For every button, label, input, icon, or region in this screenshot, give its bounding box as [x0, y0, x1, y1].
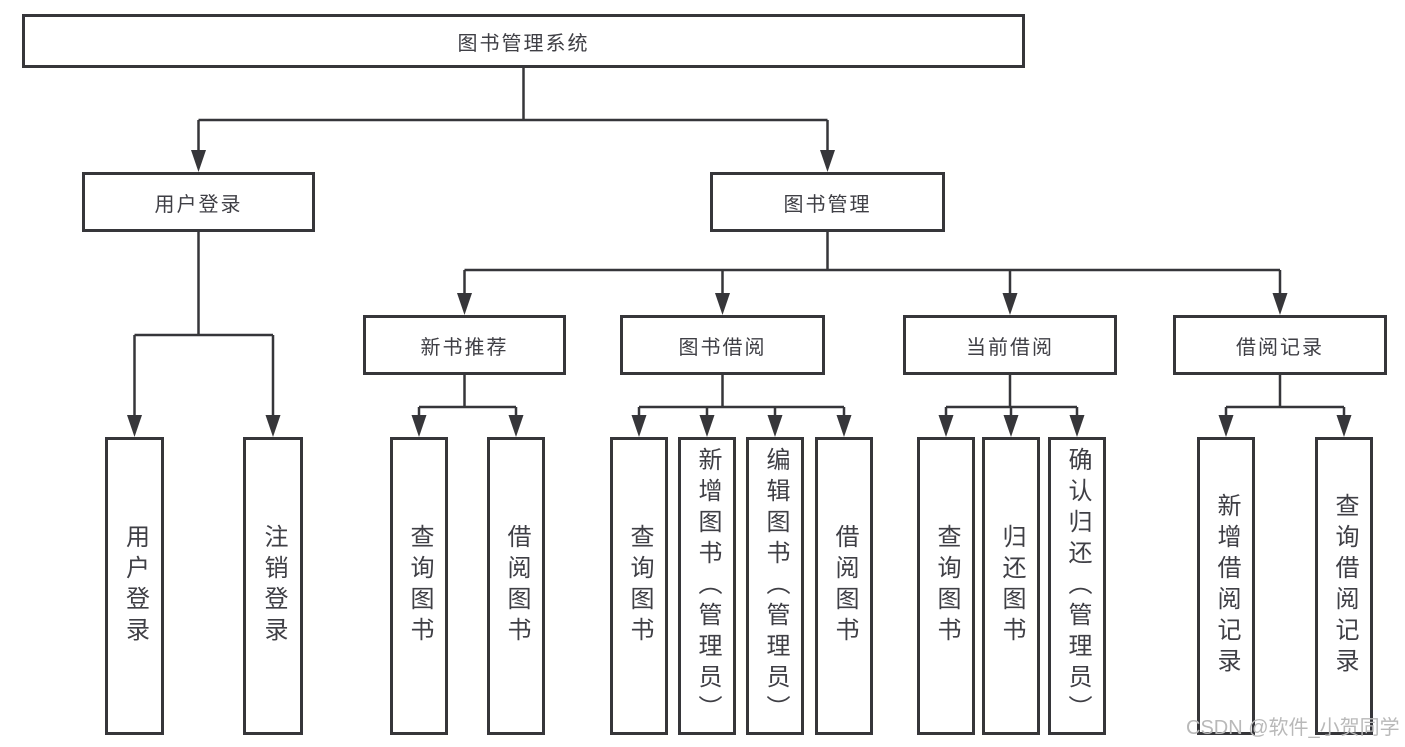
node-label: 图书管理 — [783, 193, 872, 216]
leaf-add-borrow-record: 新增借阅记录 — [1197, 437, 1255, 735]
leaf-logout: 注销登录 — [243, 437, 303, 735]
node-user-login-branch: 用户登录 — [82, 172, 315, 232]
node-label: 用户登录 — [154, 193, 243, 216]
node-label: 用户登录 — [121, 524, 149, 648]
node-label: 查询图书 — [933, 524, 960, 648]
node-label: 查询图书 — [406, 524, 433, 648]
node-book-management-branch: 图书管理 — [710, 172, 945, 232]
leaf-user-login: 用户登录 — [105, 437, 164, 735]
leaf-edit-books-admin: 编辑图书（管理员） — [746, 437, 804, 735]
node-label: 注销登录 — [260, 524, 287, 648]
node-library-management-system: 图书管理系统 — [22, 14, 1025, 68]
node-label: 查询借阅记录 — [1331, 493, 1358, 679]
leaf-return-books: 归还图书 — [982, 437, 1040, 735]
node-current-borrowing: 当前借阅 — [903, 315, 1117, 375]
leaf-query-borrow-record: 查询借阅记录 — [1315, 437, 1373, 735]
csdn-watermark: CSDN @软件_小贺同学 — [1186, 717, 1400, 739]
node-label: 借阅图书 — [503, 524, 530, 648]
node-label: 图书管理系统 — [457, 32, 590, 55]
node-book-borrowing: 图书借阅 — [620, 315, 825, 375]
node-label: 借阅图书 — [831, 524, 858, 648]
leaf-query-books-current: 查询图书 — [917, 437, 975, 735]
node-label: 当前借阅 — [966, 336, 1054, 359]
node-label: 图书借阅 — [678, 336, 767, 359]
node-label: 新增借阅记录 — [1213, 493, 1240, 679]
leaf-add-books-admin: 新增图书（管理员） — [678, 437, 736, 735]
node-label: 借阅记录 — [1236, 336, 1324, 359]
node-label: 查询图书 — [626, 524, 653, 648]
node-label: 新增图书（管理员） — [694, 446, 721, 726]
node-label: 确认归还（管理员） — [1064, 446, 1091, 726]
node-label: 新书推荐 — [420, 336, 509, 359]
node-label: 归还图书 — [998, 524, 1025, 648]
node-new-book-recommendation: 新书推荐 — [363, 315, 566, 375]
leaf-borrow-books-borrowing: 借阅图书 — [815, 437, 873, 735]
leaf-borrow-books-recommend: 借阅图书 — [487, 437, 545, 735]
leaf-query-books-borrowing: 查询图书 — [610, 437, 668, 735]
node-label: 编辑图书（管理员） — [762, 446, 789, 726]
leaf-query-books-recommend: 查询图书 — [390, 437, 448, 735]
leaf-confirm-return-admin: 确认归还（管理员） — [1048, 437, 1106, 735]
node-borrowing-records: 借阅记录 — [1173, 315, 1387, 375]
